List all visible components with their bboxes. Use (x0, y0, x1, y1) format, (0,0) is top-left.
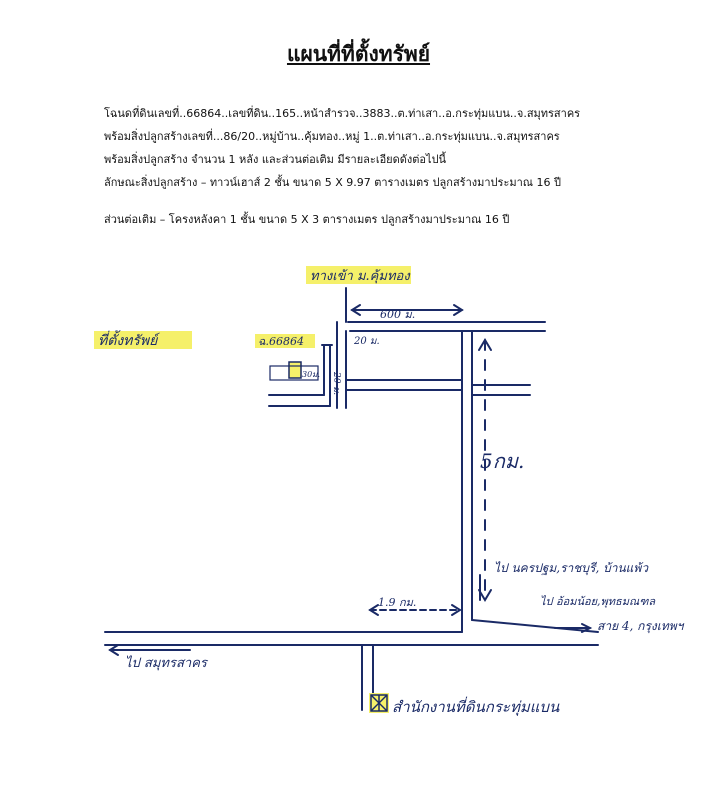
distance-600m-label: 600 ม. (380, 308, 415, 321)
property-plot-outline (269, 365, 319, 381)
distance-20m-side-label: 20 ม. (331, 371, 341, 395)
arrow-right-icon (453, 304, 464, 316)
deed-label: ฉ.66864 (258, 335, 304, 348)
land-office-label: สำนักงานที่ดินกระทุ่มแบน (392, 696, 560, 716)
distance-1-9km-label: 1.9 กม. (378, 596, 416, 609)
bottom-road-line (471, 619, 599, 633)
property-highlight (94, 331, 192, 349)
distance-30m-label: 30ม. (302, 370, 320, 379)
arrow-left-icon (108, 644, 119, 656)
info-line-deed: โฉนดที่ดินเลขที่..66864..เลขที่ดิน..165.… (104, 107, 581, 120)
entrance-highlight (306, 266, 411, 284)
property-marker-icon (288, 361, 302, 379)
arrow-left-icon (368, 604, 379, 616)
arrow-right-icon (581, 623, 593, 633)
distance-20m-top-label: 20 ม. (353, 336, 380, 347)
info-line-count: พร้อมสิ่งปลูกสร้าง จำนวน 1 หลัง และส่วนต… (104, 153, 447, 166)
arrow-left-icon (350, 304, 361, 316)
to-sai4-label: สาย 4, กรุงเทพฯ (597, 619, 685, 634)
info-line-building: ลักษณะสิ่งปลูกสร้าง – ทาวน์เฮาส์ 2 ชั้น … (104, 176, 561, 189)
distance-5km-label: 5กม. (480, 449, 524, 473)
info-line-extension: ส่วนต่อเติม – โครงหลังคา 1 ชั้น ขนาด 5 X… (104, 213, 510, 226)
entrance-label: ทางเข้า ม.คุ้มทอง (310, 269, 411, 284)
arrow-up-icon (478, 338, 492, 351)
page-title: แผนที่ที่ตั้งทรัพย์ (286, 42, 431, 66)
arrow-right-icon (451, 604, 462, 616)
land-office-icon (370, 694, 388, 712)
deed-highlight (255, 334, 315, 348)
to-nakhon-pathom-label: ไป นครปฐม,ราชบุรี, บ้านแพ้ว (494, 561, 649, 576)
to-om-noi-label: ไป อ้อมน้อย,พุทธมณฑล (540, 595, 656, 608)
info-line-address: พร้อมสิ่งปลูกสร้างเลขที่...86/20..หมู่บ้… (104, 130, 560, 143)
property-label: ที่ตั้งทรัพย์ (98, 330, 160, 349)
to-samut-sakhon-label: ไป สมุทรสาคร (125, 655, 209, 671)
